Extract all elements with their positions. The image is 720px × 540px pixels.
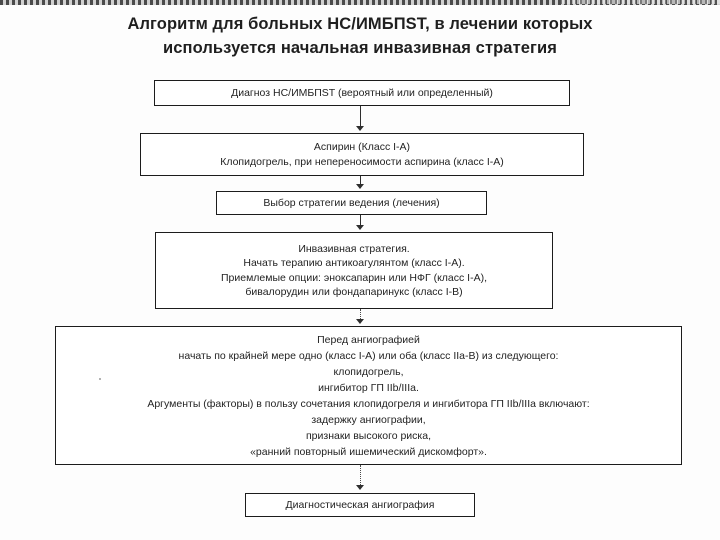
flow-node-preangio-line-8: «ранний повторный ишемический дискомфорт… <box>250 445 487 458</box>
flow-node-invasive-line-2: Начать терапию антикоагулянтом (класс I-… <box>243 257 465 269</box>
arrowhead-invasive-to-preangio <box>356 319 364 324</box>
flow-node-preangio-line-1: Перед ангиографией <box>317 333 420 346</box>
flow-node-angiography-line-1: Диагностическая ангиография <box>285 498 435 511</box>
flow-node-preangio-line-6: задержку ангиографии, <box>311 413 426 426</box>
arrowhead-diagnosis-to-antiplatelet <box>356 126 364 131</box>
connector-preangio-to-angiography <box>360 465 361 487</box>
flow-node-strategy: Выбор стратегии ведения (лечения) <box>216 191 487 215</box>
page-title-line-1: Алгоритм для больных НС/ИМБПST, в лечени… <box>127 15 593 33</box>
flow-node-preangio-line-3: клопидогрель, <box>333 365 404 378</box>
flow-node-strategy-line-1: Выбор стратегии ведения (лечения) <box>263 196 440 209</box>
scan-speck <box>99 378 101 380</box>
flow-node-invasive-strategy: Инвазивная стратегия. Начать терапию ант… <box>155 232 553 309</box>
scan-artifact-strip-right <box>560 0 720 4</box>
flow-node-diagnostic-angiography: Диагностическая ангиография <box>245 493 475 517</box>
arrowhead-strategy-to-invasive <box>356 225 364 230</box>
connector-diagnosis-to-antiplatelet <box>360 106 361 128</box>
flow-node-invasive-line-3: Приемлемые опции: эноксапарин или НФГ (к… <box>220 271 487 284</box>
flow-node-pre-angiography: Перед ангиографией начать по крайней мер… <box>55 326 682 465</box>
flow-node-preangio-line-7: признаки высокого риска, <box>306 429 431 442</box>
connector-antiplatelet-to-strategy <box>360 176 361 186</box>
flow-node-antiplatelet: Аспирин (Класс I-A) Клопидогрель, при не… <box>140 133 584 176</box>
arrowhead-preangio-to-angiography <box>356 485 364 490</box>
page-title-line-2: используется начальная инвазивная страте… <box>163 39 557 57</box>
flow-node-diagnosis-line-1: Диагноз НС/ИМБПST (вероятный или определ… <box>231 86 493 99</box>
connector-invasive-to-preangio <box>360 309 361 321</box>
flow-node-invasive-line-1: Инвазивная стратегия. <box>298 242 410 255</box>
page-title: Алгоритм для больных НС/ИМБПST, в лечени… <box>0 12 720 60</box>
flow-node-preangio-line-5: Аргументы (факторы) в пользу сочетания к… <box>147 397 590 410</box>
flow-node-antiplatelet-line-2: Клопидогрель, при непереносимости аспири… <box>220 155 504 168</box>
connector-strategy-to-invasive <box>360 215 361 227</box>
arrowhead-antiplatelet-to-strategy <box>356 184 364 189</box>
flow-node-diagnosis: Диагноз НС/ИМБПST (вероятный или определ… <box>154 80 570 106</box>
flow-node-preangio-line-4: ингибитор ГП IIb/IIIa. <box>318 381 419 394</box>
flow-node-preangio-line-2: начать по крайней мере одно (класс I-A) … <box>178 349 559 362</box>
flow-node-antiplatelet-line-1: Аспирин (Класс I-A) <box>313 141 411 153</box>
scan-artifact-strip <box>0 0 720 5</box>
flow-node-invasive-line-4: бивалорудин или фондапаринукс (класс I-B… <box>245 286 463 298</box>
